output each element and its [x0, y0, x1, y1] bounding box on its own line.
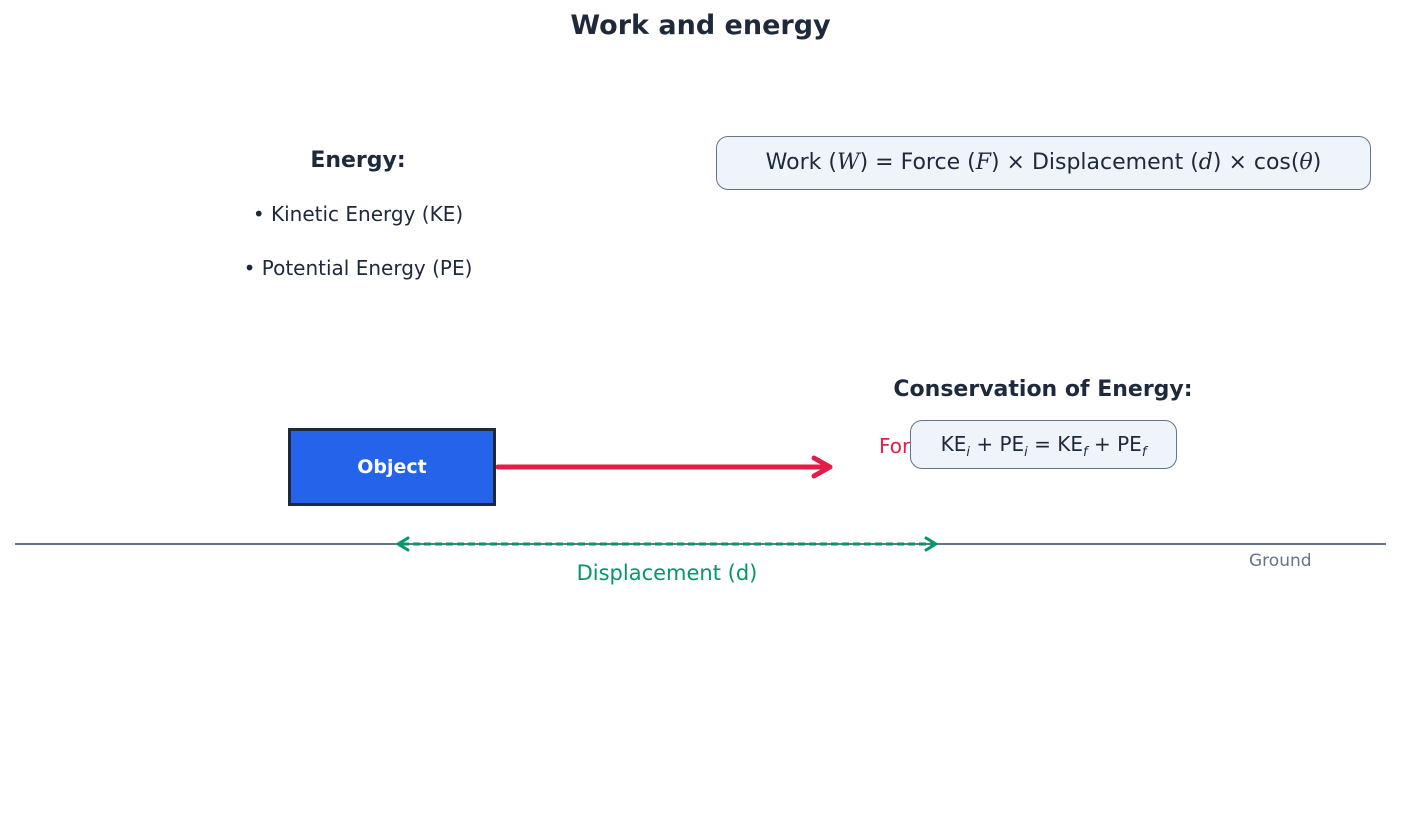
ke-term: KE [940, 432, 967, 456]
work-formula-text: ) [1312, 150, 1322, 175]
work-formula-text: ) = Force ( [859, 150, 976, 175]
displacement-arrowhead-right [924, 536, 938, 552]
equals-sign: = [1027, 432, 1058, 456]
pe-term: PE [999, 432, 1025, 456]
final-subscript: f [1141, 445, 1147, 460]
initial-subscript: i [1024, 445, 1028, 460]
force-label: Force [879, 434, 911, 458]
final-subscript: f [1083, 445, 1088, 460]
object-block: Object [288, 428, 496, 506]
work-symbol: W [836, 150, 860, 175]
energy-item-potential: • Potential Energy (PE) [243, 256, 473, 280]
object-label: Object [357, 456, 427, 478]
theta-symbol: θ [1299, 150, 1313, 175]
work-formula-text: ) × Displacement ( [990, 150, 1199, 175]
work-formula-box: Work (W) = Force (F) × Displacement (d) … [716, 136, 1371, 190]
plus-sign: + [1087, 432, 1118, 456]
ground-label: Ground [1249, 551, 1312, 571]
force-arrowhead [811, 455, 833, 479]
work-formula-text: ) × cos( [1212, 150, 1300, 175]
conservation-formula-box: KEi + PEi = KEf + PEf [910, 420, 1177, 469]
force-symbol: F [975, 150, 991, 175]
pe-term: PE [1117, 432, 1142, 456]
displacement-arrowhead-left [396, 536, 410, 552]
displacement-label: Displacement (d) [576, 561, 758, 585]
ke-term: KE [1057, 432, 1084, 456]
initial-subscript: i [966, 445, 970, 460]
plus-sign: + [969, 432, 1000, 456]
energy-heading: Energy: [310, 148, 406, 173]
diagram-title: Work and energy [570, 10, 831, 41]
conservation-heading: Conservation of Energy: [893, 377, 1193, 402]
energy-item-kinetic: • Kinetic Energy (KE) [252, 202, 464, 226]
displacement-symbol: d [1198, 150, 1213, 175]
work-formula-text: Work ( [765, 150, 837, 175]
